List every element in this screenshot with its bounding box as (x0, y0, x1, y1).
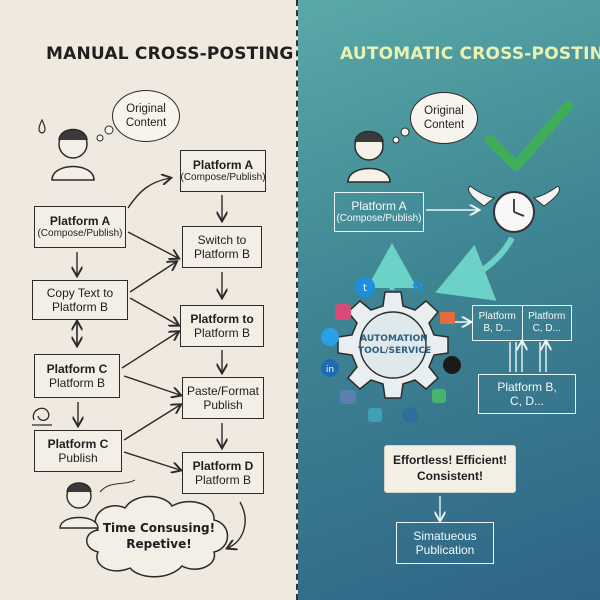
clock-icon (468, 185, 560, 233)
platform-a-box: Platform A (Compose/Publish) (34, 206, 126, 248)
app-icon-2 (368, 408, 382, 422)
tiktok-icon (443, 356, 461, 374)
platform-c-publish-box: Platform C Publish (34, 430, 122, 472)
twitter-icon: t (355, 277, 375, 297)
platform-c-box: Platform C Platform B (34, 354, 120, 398)
copy-text-box: Copy Text to Platform B (32, 280, 128, 320)
manual-title: MANUAL CROSS-POSTING (46, 44, 294, 64)
svg-text:in: in (326, 365, 334, 375)
thought-bubble-right: Original Content (410, 92, 478, 144)
checkmark-icon (485, 101, 573, 171)
publication-box: Simatueous Publication (396, 522, 494, 564)
person-icon (51, 128, 95, 181)
effortless-box: Effortless! Efficient! Consistent! (384, 445, 516, 493)
platform-d-box: Platform D Platform B (182, 452, 264, 494)
paste-format-box: Paste/Format Publish (182, 377, 264, 419)
cloud-shape (86, 495, 229, 578)
platform-table: Platform B, D... Platform C, D... (472, 305, 572, 341)
mail-icon (440, 312, 455, 324)
gear-label: AUTOMATION TOOL/SERVICE (358, 334, 432, 356)
platform-bcd-box: Platform B, C, D... (478, 374, 576, 414)
platform-to-box: Platform to Platform B (180, 305, 264, 347)
swirl-icon (32, 407, 52, 426)
app-icon-3 (402, 407, 418, 423)
instagram-icon (335, 304, 351, 320)
thought-bubble: Original Content (112, 90, 180, 142)
person-icon-bottom (59, 482, 99, 529)
switch-platform-box: Switch to Platform B (182, 226, 262, 268)
svg-text:ft: ft (413, 280, 424, 294)
sweat-drop-icon (38, 118, 46, 134)
gear-icon (337, 291, 449, 399)
svg-text:t: t (363, 283, 367, 294)
panel-divider (296, 0, 298, 600)
linkedin-icon: in (321, 359, 339, 377)
app-icon-1 (340, 390, 356, 404)
platform-table-col2: Platform C, D... (528, 311, 566, 334)
platform-table-col1: Platform B, D... (473, 306, 523, 340)
cloud-text: Time Consusing! Repetive! (102, 521, 216, 552)
app-icon-4 (432, 389, 446, 403)
facebook-icon: ft (413, 280, 424, 294)
twitter-icon-2 (321, 328, 339, 346)
person-icon-right (347, 130, 391, 183)
auto-platform-a-box: Platform A (Compose/Publish) (334, 192, 424, 232)
platform-a-box-2: Platform A (Compose/Publish) (180, 150, 266, 192)
automatic-title: AUTOMATIC CROSS-POSTING (340, 44, 600, 64)
